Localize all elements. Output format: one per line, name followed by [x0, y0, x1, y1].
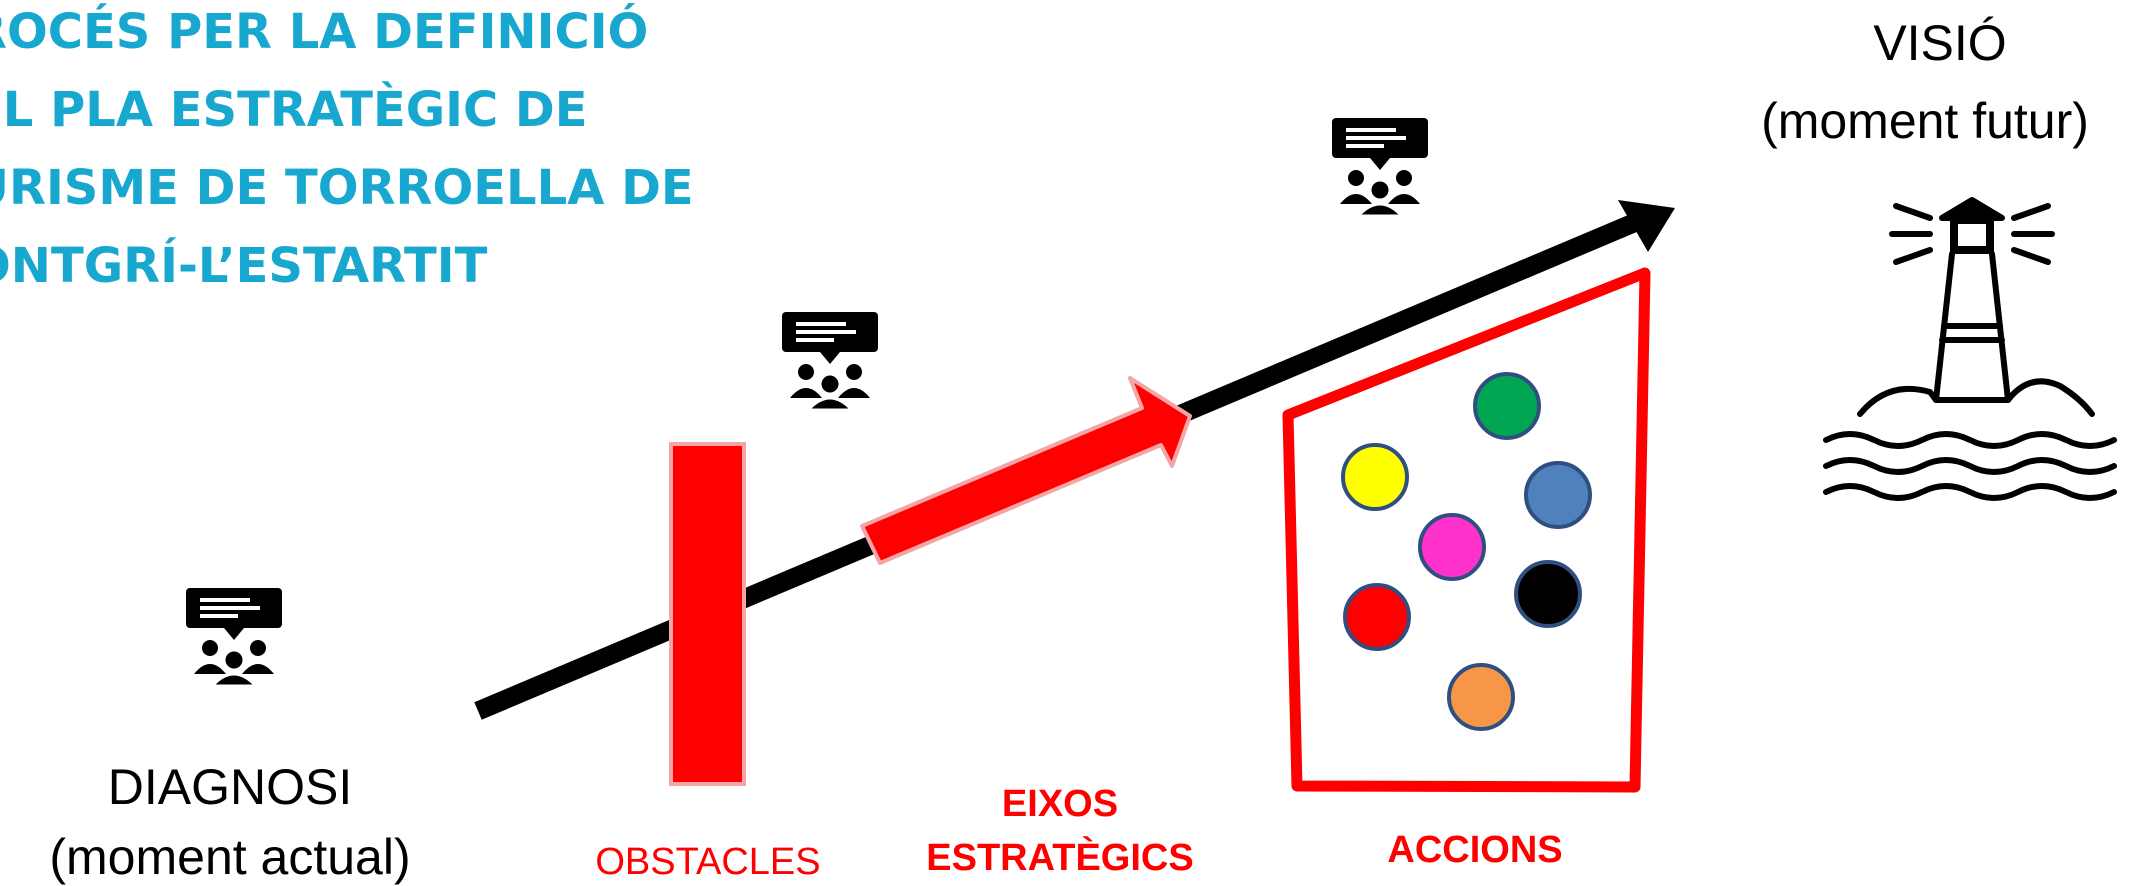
action-dot-blue — [1524, 461, 1592, 529]
action-dot-green — [1473, 372, 1541, 440]
title-line-1: ROCÉS PER LA DEFINICIÓ — [0, 4, 649, 60]
vision-sublabel: (moment futur) — [1761, 93, 2089, 149]
meeting-icon — [1330, 116, 1430, 218]
obstacle-bar — [669, 442, 746, 786]
title-line-2: EL PLA ESTRATÈGIC DE — [0, 82, 588, 138]
strategic-axes-label-line1: EIXOS — [1001, 783, 1119, 825]
title-line-4: ONTGRÍ-L’ESTARTIT — [0, 238, 488, 294]
strategic-axes-arrow — [860, 376, 1192, 565]
action-dot-black — [1514, 560, 1582, 628]
obstacles-label: OBSTACLES — [595, 841, 821, 883]
action-dot-pink — [1418, 513, 1486, 581]
strategic-axes-label-line2: ESTRATÈGICS — [926, 837, 1194, 879]
vision-label: VISIÓ — [1873, 15, 2007, 71]
action-dots — [1341, 372, 1592, 731]
action-dot-red — [1343, 583, 1411, 651]
diagnosis-label: DIAGNOSI — [107, 759, 353, 815]
action-dot-yellow — [1341, 443, 1409, 511]
meeting-icon — [184, 586, 284, 688]
diagnosis-sublabel: (moment actual) — [49, 829, 411, 885]
meeting-icon — [780, 310, 880, 412]
actions-label: ACCIONS — [1387, 829, 1563, 871]
actions-frame — [1282, 267, 1651, 793]
lighthouse-icon — [1823, 197, 2117, 501]
title-line-3: URISME DE TORROELLA DE — [0, 160, 694, 216]
action-dot-orange — [1447, 663, 1515, 731]
